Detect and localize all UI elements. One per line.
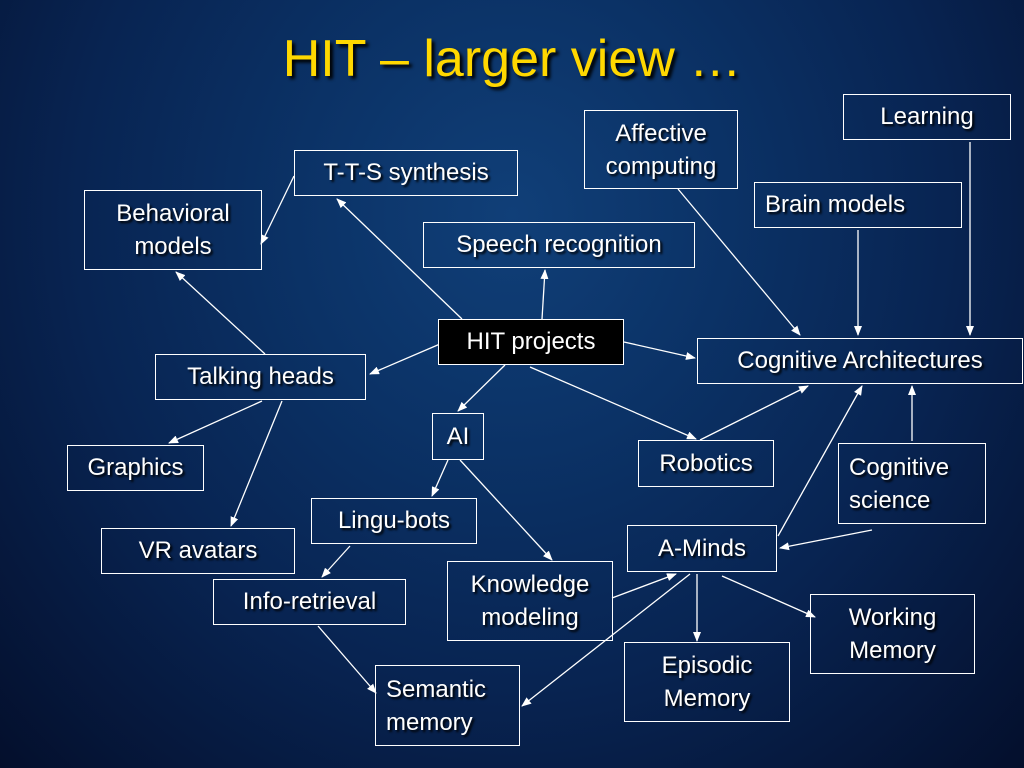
node-semantic-memory: Semantic memory (375, 665, 520, 746)
node-working-memory: Working Memory (810, 594, 975, 674)
arrow-cognitive-science-to-a-minds (779, 529, 873, 551)
node-learning: Learning (843, 94, 1011, 140)
node-robotics: Robotics (638, 440, 774, 487)
arrow-hit-projects-to-cognitive-architectures (623, 341, 696, 360)
slide-title: HIT – larger view … (282, 30, 742, 88)
arrow-lingu-bots-to-info-retrieval (321, 545, 351, 578)
node-a-minds: A-Minds (627, 525, 777, 572)
node-episodic-memory: Episodic Memory (624, 642, 790, 722)
node-hit-projects: HIT projects (438, 319, 624, 365)
node-brain-models: Brain models (754, 182, 962, 228)
arrow-hit-projects-to-talking-heads (369, 343, 441, 375)
node-tts-synthesis: T-T-S synthesis (294, 150, 518, 196)
arrow-ai-to-lingu-bots (431, 459, 449, 497)
arrow-tts-synthesis-to-behavioral-models (260, 175, 295, 245)
node-speech-recognition: Speech recognition (423, 222, 695, 268)
node-lingu-bots: Lingu-bots (311, 498, 477, 544)
arrow-affective-computing-to-cognitive-architectures (677, 188, 801, 336)
arrow-knowledge-modeling-to-a-minds (611, 573, 677, 599)
node-knowledge-modeling: Knowledge modeling (447, 561, 613, 641)
arrow-talking-heads-to-vr-avatars (230, 400, 283, 527)
node-talking-heads: Talking heads (155, 354, 366, 400)
arrow-info-retrieval-to-semantic-memory (317, 625, 377, 694)
arrow-talking-heads-to-graphics (168, 400, 263, 444)
node-ai: AI (432, 413, 484, 460)
arrow-hit-projects-to-ai (457, 364, 506, 412)
node-behavioral-models: Behavioral models (84, 190, 262, 270)
node-affective-computing: Affective computing (584, 110, 738, 189)
arrow-a-minds-to-working-memory (721, 575, 816, 618)
arrow-ai-to-knowledge-modeling (459, 459, 553, 561)
arrow-a-minds-to-cognitive-architectures (777, 385, 863, 537)
arrow-talking-heads-to-behavioral-models (175, 271, 266, 355)
node-graphics: Graphics (67, 445, 204, 491)
node-cognitive-architectures: Cognitive Architectures (697, 338, 1023, 384)
node-cognitive-science: Cognitive science (838, 443, 986, 524)
node-vr-avatars: VR avatars (101, 528, 295, 574)
arrow-hit-projects-to-robotics (529, 366, 697, 440)
node-info-retrieval: Info-retrieval (213, 579, 406, 625)
arrow-hit-projects-to-speech-recognition (540, 269, 549, 320)
arrow-hit-projects-to-tts-synthesis (336, 198, 463, 320)
arrow-robotics-to-cognitive-architectures (699, 385, 809, 441)
